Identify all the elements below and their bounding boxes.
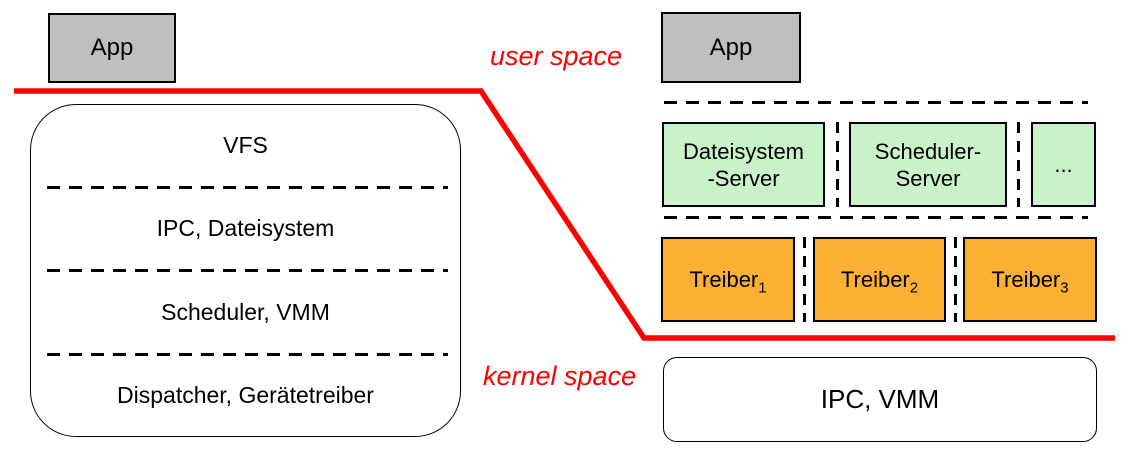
left-app-box: App <box>48 13 176 83</box>
layer-vfs-label: VFS <box>223 131 268 158</box>
server-separator <box>1017 122 1020 207</box>
scheduler-server-line1: Scheduler- <box>874 138 982 164</box>
dateisystem-server-line1: Dateisystem <box>682 138 805 164</box>
treiber3-subscript: 3 <box>1060 278 1069 296</box>
treiber1-label: Treiber1 <box>689 266 767 296</box>
treiber2-box: Treiber2 <box>813 237 946 322</box>
treiber2-label: Treiber2 <box>840 266 919 296</box>
microkernel-label: IPC, VMM <box>820 384 940 414</box>
microkernel-box: IPC, VMM <box>663 357 1097 442</box>
layer-scheduler-vmm: Scheduler, VMM <box>31 272 460 353</box>
dateisystem-server-line2: -Server <box>707 165 780 191</box>
treiber2-subscript: 2 <box>909 278 919 296</box>
treiber1-box: Treiber1 <box>661 237 795 322</box>
driver-separator <box>954 237 957 322</box>
layer-vfs: VFS <box>31 105 460 186</box>
scheduler-server-box: Scheduler- Server <box>849 122 1007 207</box>
monolithic-kernel-box: VFS IPC, Dateisystem Scheduler, VMM Disp… <box>30 104 461 437</box>
layer-separator <box>47 352 448 356</box>
layer-ipc-dateisystem: IPC, Dateisystem <box>31 189 460 270</box>
treiber3-box: Treiber3 <box>963 237 1097 322</box>
layer-dispatcher-geraetetreiber-label: Dispatcher, Gerätetreiber <box>117 382 374 409</box>
scheduler-server-line2: Server <box>895 165 961 191</box>
more-servers-box: ... <box>1031 122 1096 207</box>
layer-separator <box>47 269 448 272</box>
driver-separator <box>803 237 806 322</box>
user-space-label: user space <box>490 41 623 71</box>
server-row-bottom-separator <box>664 216 1088 219</box>
treiber3-label: Treiber3 <box>991 266 1069 296</box>
layer-separator <box>47 185 448 189</box>
server-separator <box>836 122 839 207</box>
more-servers-label: ... <box>1054 152 1073 177</box>
left-app-label: App <box>90 34 134 61</box>
layer-ipc-dateisystem-label: IPC, Dateisystem <box>156 215 335 242</box>
kernel-space-label: kernel space <box>483 361 637 391</box>
layer-scheduler-vmm-label: Scheduler, VMM <box>161 298 330 325</box>
dateisystem-server-box: Dateisystem -Server <box>662 122 825 207</box>
right-app-label: App <box>709 33 753 61</box>
server-row-top-separator <box>664 101 1088 104</box>
right-app-box: App <box>661 12 801 83</box>
treiber1-subscript: 1 <box>758 278 767 296</box>
layer-dispatcher-geraetetreiber: Dispatcher, Gerätetreiber <box>31 356 460 437</box>
